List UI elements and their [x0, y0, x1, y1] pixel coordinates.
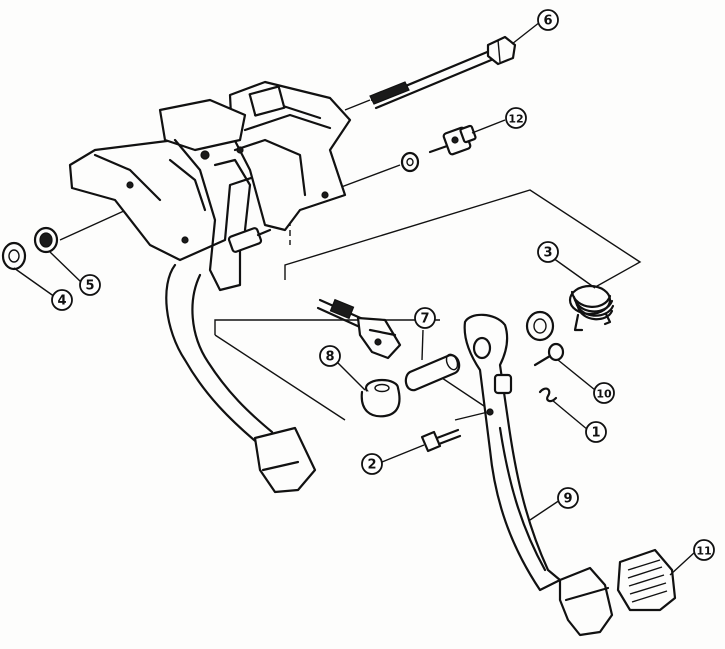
- callout-12-label: 12: [508, 113, 523, 126]
- part-bushing-8: [360, 378, 401, 418]
- part-sleeve-7: [404, 353, 461, 392]
- part-return-spring-3: [568, 284, 615, 332]
- callout-3-label: 3: [543, 246, 552, 261]
- callout-11: 11: [693, 539, 715, 561]
- callout-1: 1: [585, 421, 607, 443]
- part-spring-bushing: [525, 310, 555, 342]
- callout-3: 3: [537, 241, 559, 263]
- callout-6-label: 6: [543, 14, 552, 29]
- callout-10-label: 10: [596, 388, 612, 401]
- callout-5: 5: [79, 274, 101, 296]
- part-clip-1: [538, 387, 558, 403]
- callout-8: 8: [319, 345, 341, 367]
- callout-leaders: [13, 21, 696, 576]
- callout-4-label: 4: [57, 294, 66, 309]
- part-bolt-2: [420, 428, 462, 453]
- callout-7-label: 7: [420, 312, 429, 327]
- callout-6: 6: [537, 9, 559, 31]
- callout-12: 12: [505, 107, 527, 129]
- part-pedal-arm-9: [463, 313, 562, 592]
- part-pin-10: [533, 342, 565, 367]
- part-pedal-pad-11: [616, 548, 677, 612]
- part-small-nut: [400, 151, 420, 173]
- part-switch-12: [428, 124, 477, 156]
- callout-1-label: 1: [591, 426, 600, 441]
- part-locknut-5: [33, 226, 59, 254]
- part-clevis-rod: [316, 298, 402, 360]
- callout-2: 2: [361, 453, 383, 475]
- callout-2-label: 2: [367, 458, 376, 473]
- callout-7: 7: [414, 307, 436, 329]
- callout-11-label: 11: [696, 545, 711, 558]
- callout-9-label: 9: [563, 492, 572, 507]
- callout-9: 9: [557, 487, 579, 509]
- part-pivot-bolt-6: [369, 35, 517, 110]
- assembled-pedal-arm: [165, 263, 317, 494]
- callout-10: 10: [593, 382, 615, 404]
- callout-8-label: 8: [325, 350, 334, 365]
- callout-5-label: 5: [85, 279, 94, 294]
- part-nut-4: [1, 241, 27, 271]
- pedal-foot-plate: [558, 566, 614, 637]
- pedal-bracket: [68, 80, 352, 292]
- callout-4: 4: [51, 289, 73, 311]
